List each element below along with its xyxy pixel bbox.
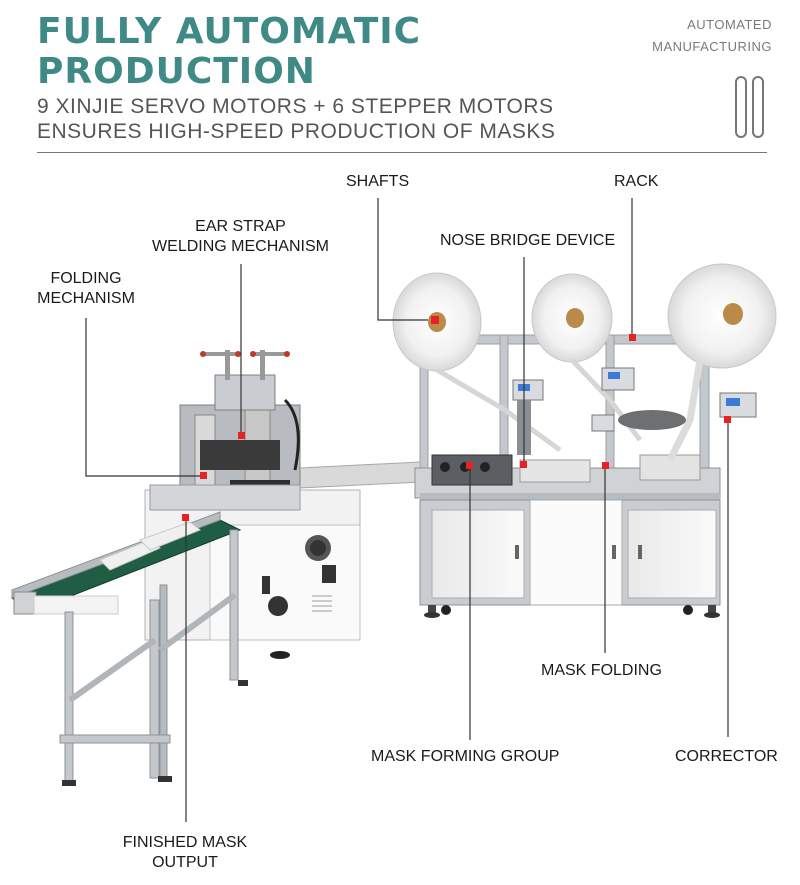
subtitle-line-2: ENSURES HIGH-SPEED PRODUCTION OF MASKS <box>37 120 556 143</box>
material-roll-3 <box>667 263 777 369</box>
page-title: FULLY AUTOMATIC PRODUCTION <box>37 12 421 92</box>
label-corrector: CORRECTOR <box>675 748 778 765</box>
label-folding-line-1: FOLDING <box>50 270 122 287</box>
label-finished-line-2: OUTPUT <box>152 854 218 871</box>
subtitle-line-1: 9 XINJIE SERVO MOTORS + 6 STEPPER MOTORS <box>37 95 554 118</box>
page-subtitle: 9 XINJIE SERVO MOTORS + 6 STEPPER MOTORS… <box>37 94 555 144</box>
decorative-pill-right <box>752 76 764 138</box>
label-mask-folding: MASK FOLDING <box>541 662 662 679</box>
header-divider <box>37 152 767 153</box>
label-ear-strap-line-2: WELDING MECHANISM <box>152 238 329 255</box>
label-shafts: SHAFTS <box>346 173 410 190</box>
decorative-pill-left <box>735 76 747 138</box>
label-folding-line-2: MECHANISM <box>37 290 135 307</box>
welding-machine <box>144 350 361 659</box>
title-line-1: FULLY AUTOMATIC <box>37 11 422 52</box>
marker-dots <box>182 316 731 521</box>
output-conveyor <box>10 511 248 786</box>
label-ear-strap-line-1: EAR STRAP <box>195 218 286 235</box>
corner-line-1: AUTOMATED <box>687 17 772 32</box>
label-folding-mechanism: FOLDING MECHANISM <box>30 269 142 309</box>
title-line-2: PRODUCTION <box>37 51 316 92</box>
label-finished-line-1: FINISHED MASK <box>122 834 248 851</box>
corner-line-2: MANUFACTURING <box>652 39 772 54</box>
label-mask-forming-group: MASK FORMING GROUP <box>371 748 560 765</box>
label-finished-mask-output: FINISHED MASK OUTPUT <box>118 833 252 873</box>
material-roll-2 <box>531 273 613 363</box>
label-nose-bridge: NOSE BRIDGE DEVICE <box>440 232 616 249</box>
label-ear-strap: EAR STRAP WELDING MECHANISM <box>148 217 333 257</box>
leader-shafts <box>377 198 428 321</box>
leader-lines <box>85 198 729 822</box>
leader-folding <box>85 318 203 477</box>
main-production-line <box>299 263 777 618</box>
corner-caption: AUTOMATED MANUFACTURING <box>652 14 772 58</box>
label-rack: RACK <box>614 173 659 190</box>
machine-illustration <box>10 198 777 822</box>
